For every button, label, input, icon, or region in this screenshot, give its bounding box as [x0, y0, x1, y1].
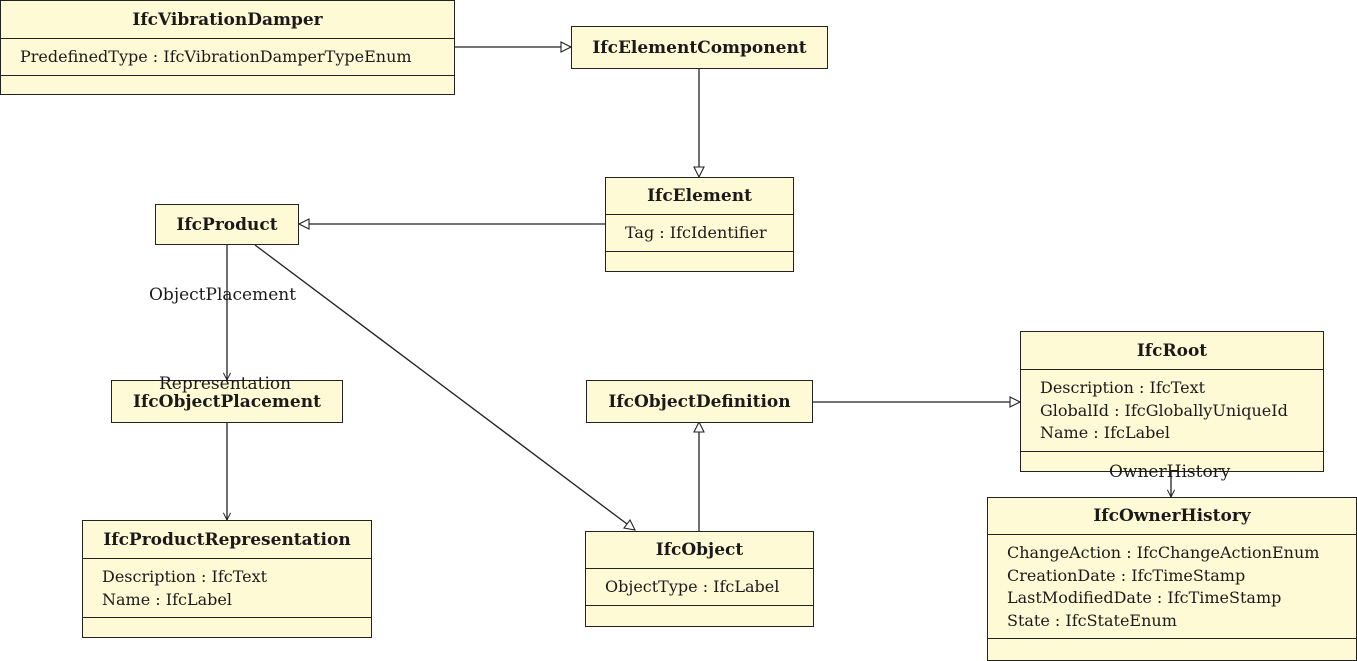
association-label-ownerhistory: OwnerHistory [1109, 462, 1231, 482]
attribute-list: Tag : IfcIdentifier [606, 214, 793, 251]
class-ifcproduct[interactable]: IfcProduct [155, 204, 299, 245]
attribute: LastModifiedDate : IfcTimeStamp [1007, 588, 1282, 607]
attribute-list: Description : IfcText Name : IfcLabel [83, 558, 371, 617]
class-name: IfcProductRepresentation [103, 529, 351, 550]
attribute-list: ChangeAction : IfcChangeActionEnum Creat… [988, 534, 1356, 638]
class-ifcobjectdefinition[interactable]: IfcObjectDefinition [586, 380, 813, 423]
attribute: Tag : IfcIdentifier [625, 223, 767, 242]
class-ifcobjectplacement[interactable]: IfcObjectPlacement [111, 380, 343, 423]
attribute: GlobalId : IfcGloballyUniqueId [1040, 400, 1288, 420]
operation-compartment [1021, 450, 1323, 472]
attribute-list: PredefinedType : IfcVibrationDamperTypeE… [1, 38, 454, 75]
operation-compartment [83, 617, 371, 637]
class-name: IfcObjectPlacement [133, 391, 321, 412]
attribute: ChangeAction : IfcChangeActionEnum [1007, 543, 1320, 562]
class-ifcelementcomponent[interactable]: IfcElementComponent [571, 26, 828, 69]
class-ifcelement[interactable]: IfcElement Tag : IfcIdentifier [605, 177, 794, 272]
class-ifcroot[interactable]: IfcRoot Description : IfcText GlobalId :… [1020, 331, 1324, 472]
operation-compartment [988, 638, 1356, 660]
attribute: Name : IfcLabel [102, 589, 232, 609]
class-ifcproductrepresentation[interactable]: IfcProductRepresentation Description : I… [82, 520, 372, 638]
association-label-representation: Representation [159, 374, 292, 394]
attribute: Description : IfcText [1040, 378, 1206, 397]
class-name: IfcObject [655, 540, 744, 560]
class-name: IfcProduct [176, 214, 278, 235]
attribute-list: ObjectType : IfcLabel [586, 568, 813, 605]
attribute: PredefinedType : IfcVibrationDamperTypeE… [20, 47, 412, 66]
class-ifcvibrationdamper[interactable]: IfcVibrationDamper PredefinedType : IfcV… [0, 0, 455, 95]
attribute: CreationDate : IfcTimeStamp [1007, 565, 1246, 585]
class-name: IfcRoot [1136, 340, 1208, 361]
attribute-list: Description : IfcText GlobalId : IfcGlob… [1021, 369, 1323, 451]
association-label-objectplacement: ObjectPlacement [149, 285, 297, 305]
generalization-product-object [254, 244, 635, 530]
operation-compartment [1, 74, 454, 95]
class-ifcobject[interactable]: IfcObject ObjectType : IfcLabel [585, 531, 814, 627]
class-name: IfcObjectDefinition [608, 391, 791, 412]
class-name: IfcElement [647, 186, 752, 206]
class-name: IfcVibrationDamper [132, 9, 323, 30]
class-ifcownerhistory[interactable]: IfcOwnerHistory ChangeAction : IfcChange… [987, 497, 1357, 661]
class-name: IfcOwnerHistory [1093, 506, 1251, 526]
attribute: Description : IfcText [102, 567, 268, 586]
attribute: ObjectType : IfcLabel [605, 577, 780, 596]
operation-compartment [606, 250, 793, 272]
class-name: IfcElementComponent [592, 37, 807, 58]
operation-compartment [586, 604, 813, 627]
attribute: State : IfcStateEnum [1007, 610, 1177, 630]
attribute: Name : IfcLabel [1040, 423, 1170, 442]
